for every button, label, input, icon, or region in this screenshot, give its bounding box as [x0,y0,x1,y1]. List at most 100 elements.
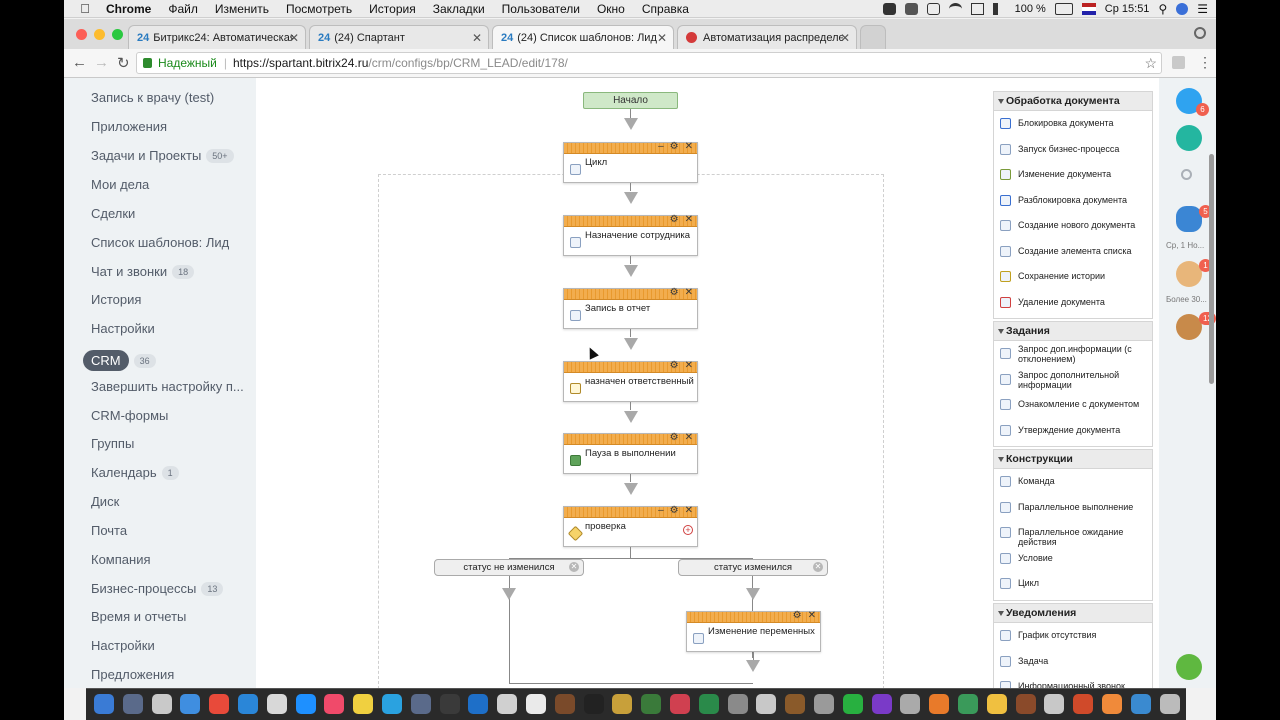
dock-app-icon[interactable] [122,694,143,714]
palette-item[interactable]: Запрос доп.информации (с отклонением) [1018,344,1132,364]
sidebar-item[interactable]: Время и отчеты [91,609,186,624]
dock-app-icon[interactable] [1015,694,1036,714]
palette-item[interactable]: Сохранение истории [1018,271,1106,281]
dock-app-icon[interactable] [554,694,575,714]
dock-app-icon[interactable] [986,694,1007,714]
delete-icon[interactable]: ✕ [684,214,693,225]
add-branch-icon[interactable]: + [683,525,693,535]
settings-icon[interactable]: ⚙ [792,610,802,621]
address-bar[interactable]: Надежный | https://spartant.bitrix24.ru … [136,52,1162,74]
close-window-button[interactable] [76,29,87,40]
palette-item[interactable]: Создание нового документа [1018,220,1136,230]
dock-app-icon[interactable] [583,694,604,714]
dock-app-icon[interactable] [670,694,690,714]
menu-view[interactable]: Посмотреть [286,1,353,16]
dock-app-icon[interactable] [295,694,316,714]
menu-users[interactable]: Пользователи [501,1,580,16]
sidebar-item[interactable]: Завершить настройку п... [91,379,244,394]
megaphone-icon[interactable] [1176,206,1202,232]
lock-icon[interactable] [143,58,152,68]
dock-app-icon[interactable] [209,694,230,714]
wifi-icon[interactable] [948,3,962,15]
dock-app-icon[interactable] [1073,694,1094,714]
settings-icon[interactable]: ⚙ [669,360,679,371]
dock-app-icon[interactable] [900,694,921,714]
dock-app-icon[interactable] [1044,694,1065,714]
palette-item[interactable]: Блокировка документа [1018,118,1114,128]
dock-app-icon[interactable] [785,694,806,714]
status-icon-3[interactable] [926,3,940,15]
apple-icon[interactable]:  [78,1,92,16]
avatar[interactable] [1176,261,1202,287]
sidebar-item[interactable]: Сделки [91,206,135,221]
delete-icon[interactable]: ✕ [684,287,693,298]
close-tab-icon[interactable]: ✕ [471,31,482,45]
settings-icon[interactable]: ⚙ [669,287,679,298]
palette-item[interactable]: Утверждение документа [1018,424,1121,435]
dock-app-icon[interactable] [958,694,978,714]
spotlight-icon[interactable]: ⚲ [1158,2,1168,16]
delete-icon[interactable]: ✕ [684,505,693,516]
sidebar-item[interactable]: Настройки [91,638,155,653]
delete-icon[interactable]: ✕ [684,360,693,371]
activity-change-variables[interactable]: ⚙✕ Изменение переменных [686,610,821,652]
reload-icon[interactable]: ↻ [117,55,130,72]
dock-app-icon[interactable] [353,694,374,714]
tab-bitrix-auto[interactable]: 24 Битрикс24: Автоматическая р ✕ [128,25,306,49]
delete-icon[interactable]: ✕ [684,432,693,443]
dock-app-icon[interactable] [382,694,402,714]
palette-section-header[interactable]: Обработка документа [994,92,1152,111]
dock-app-icon[interactable] [814,694,834,714]
remove-branch-icon[interactable]: ✕ [569,562,579,572]
remove-branch-icon[interactable]: ✕ [813,562,823,572]
dock-app-icon[interactable] [871,694,892,714]
palette-item[interactable]: Разблокировка документа [1018,194,1128,205]
menu-help[interactable]: Справка [641,1,689,16]
forward-arrow-icon[interactable]: → [94,54,109,71]
palette-item[interactable]: Создание элемента списка [1018,245,1132,256]
sidebar-item[interactable]: Список шаблонов: Лид [91,235,229,250]
battery-icon[interactable] [1054,3,1073,15]
new-tab-button[interactable] [860,25,886,49]
sidebar-item[interactable]: Предложения [91,667,174,682]
avatar[interactable] [1176,314,1202,340]
sidebar-item[interactable]: Компания [91,552,151,567]
menu-dots-icon[interactable]: ⋮ [1198,54,1212,70]
dock-app-icon[interactable] [151,694,172,714]
palette-section-header[interactable]: Уведомления [994,604,1152,623]
start-node[interactable]: Начало [583,92,678,109]
palette-section-header[interactable]: Конструкции [994,450,1152,469]
clock[interactable]: Ср 15:51 [1104,3,1150,15]
palette-section-header[interactable]: Задания [994,322,1152,341]
delete-icon[interactable]: ✕ [684,141,693,152]
scrollbar[interactable] [1209,154,1214,384]
search-icon[interactable] [1181,169,1192,180]
status-icon-2[interactable] [904,3,918,15]
menu-list-icon[interactable]: ☰ [1197,2,1208,16]
dock-app-icon[interactable] [1130,694,1151,714]
palette-item[interactable]: Информационный звонок [1018,681,1125,688]
branch-condition-unchanged[interactable]: статус не изменился ✕ [434,559,584,576]
menu-history[interactable]: История [369,1,416,16]
dock-app-icon[interactable] [929,694,950,714]
settings-icon[interactable]: ⚙ [669,432,679,443]
palette-item[interactable]: Ознакомление с документом [1018,399,1140,409]
menu-edit[interactable]: Изменить [214,1,269,16]
sidebar-item[interactable]: Запись к врачу (test) [91,90,214,105]
siri-icon[interactable] [1176,3,1189,15]
close-tab-icon[interactable]: ✕ [656,31,667,45]
dock-app-icon[interactable] [410,694,431,714]
menu-chrome[interactable]: Chrome [106,1,152,16]
sidebar-item[interactable]: Диск [91,494,119,509]
dock-app-icon[interactable] [439,694,460,714]
delete-icon[interactable]: ✕ [807,610,816,621]
sidebar-item[interactable]: Приложения [91,119,167,134]
volume-icon[interactable] [992,3,1006,15]
dock-app-icon[interactable] [238,694,258,714]
palette-item[interactable]: Условие [1018,552,1053,563]
close-tab-icon[interactable]: ✕ [839,31,850,45]
palette-item[interactable]: График отсутствия [1018,630,1097,640]
dock-app-icon[interactable] [526,694,546,714]
